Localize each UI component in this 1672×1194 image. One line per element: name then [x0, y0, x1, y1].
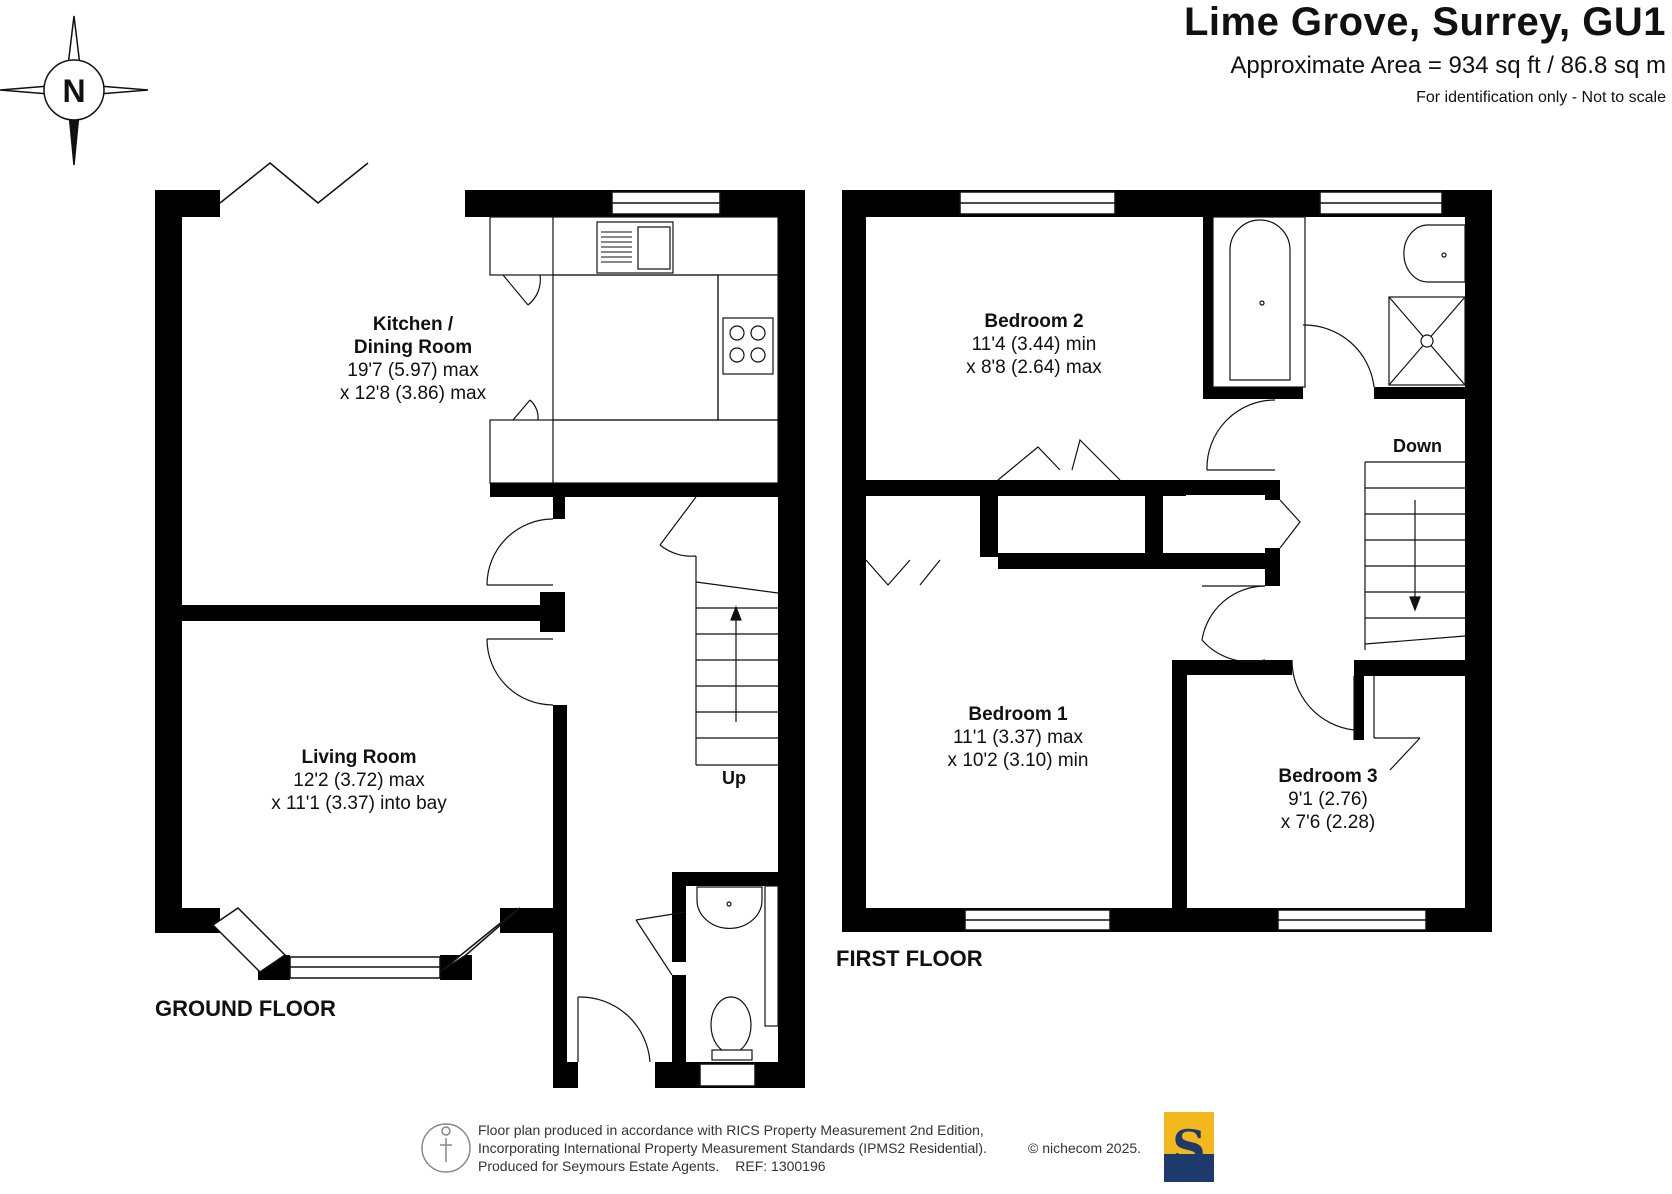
ground-floor-label: GROUND FLOOR [155, 996, 336, 1021]
room-dimension: 11'1 (3.37) max [952, 727, 1084, 748]
first-stairs [1364, 461, 1466, 650]
room-dimension: x 10'2 (3.10) min [947, 750, 1089, 771]
approximate-area: Approximate Area = 934 sq ft / 86.8 sq m [1230, 52, 1666, 79]
scale-disclaimer: For identification only - Not to scale [1416, 89, 1666, 106]
room-name: Bedroom 2 [984, 311, 1084, 332]
room-name: Bedroom 3 [1278, 766, 1378, 787]
property-title: Lime Grove, Surrey, GU1 [1183, 0, 1666, 44]
kitchen-units [489, 216, 779, 484]
footer-line-2: Incorporating International Property Mea… [478, 1140, 987, 1156]
room-dimension: 11'4 (3.44) min [971, 334, 1097, 355]
room-bedroom-2: Bedroom 2 11'4 (3.44) min x 8'8 (2.64) m… [966, 310, 1102, 379]
room-dimension: 19'7 (5.97) max [347, 360, 479, 381]
footer-disclaimer: Floor plan produced in accordance with R… [478, 1121, 1141, 1175]
room-kitchen-dining: Kitchen / Dining Room 19'7 (5.97) max x … [340, 313, 486, 405]
seymours-logo: S [1164, 1112, 1214, 1182]
bathroom-fixtures [1212, 216, 1466, 388]
footer-line-1: Floor plan produced in accordance with R… [478, 1122, 984, 1138]
compass-north-label: N [62, 73, 85, 109]
wc-fixtures [696, 885, 779, 1061]
room-name: Kitchen / [372, 314, 454, 335]
room-dimension: x 11'1 (3.37) into bay [271, 793, 447, 814]
room-dimension: 12'2 (3.72) max [293, 770, 425, 791]
logo-letter: S [1172, 1120, 1206, 1174]
room-bedroom-3: Bedroom 3 9'1 (2.76) x 7'6 (2.28) [1278, 765, 1377, 834]
room-name: Living Room [301, 747, 417, 768]
room-living: Living Room 12'2 (3.72) max x 11'1 (3.37… [271, 746, 446, 815]
room-name-line2: Dining Room [353, 337, 473, 358]
compass-icon: N [0, 15, 149, 166]
room-bedroom-1: Bedroom 1 11'1 (3.37) max x 10'2 (3.10) … [948, 703, 1089, 772]
footer-copyright: © nichecom 2025. [1028, 1140, 1142, 1156]
stairs-down-label: Down [1393, 436, 1442, 456]
room-dimension: x 8'8 (2.64) max [966, 357, 1102, 378]
room-dimension: x 12'8 (3.86) max [339, 383, 487, 404]
ground-stairs [695, 556, 779, 766]
measure-standard-icon [421, 1123, 471, 1173]
room-dimension: x 7'6 (2.28) [1280, 812, 1376, 833]
room-name: Bedroom 1 [968, 704, 1068, 725]
footer-ref: REF: 1300196 [735, 1158, 826, 1174]
footer-line-3: Produced for Seymours Estate Agents. [478, 1158, 720, 1174]
room-dimension: 9'1 (2.76) [1288, 789, 1368, 810]
first-floor-label: FIRST FLOOR [836, 946, 983, 971]
stairs-up-label: Up [722, 768, 746, 788]
